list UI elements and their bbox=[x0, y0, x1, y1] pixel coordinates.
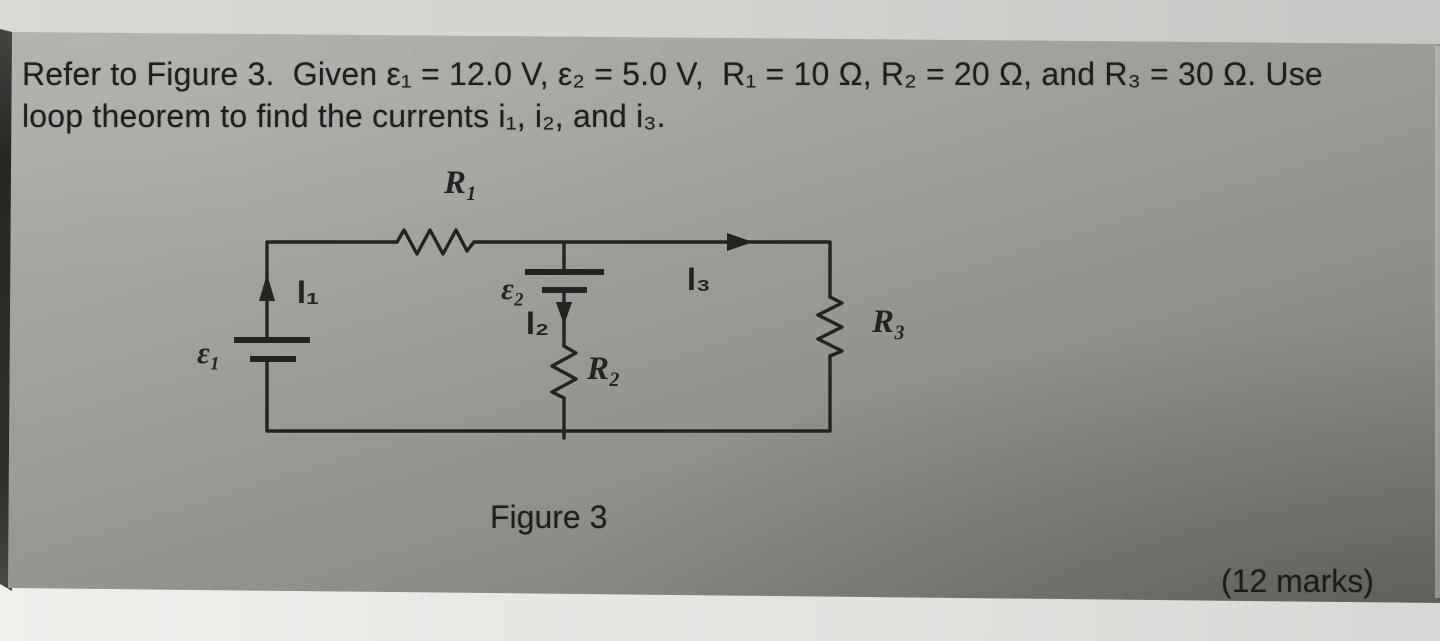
page-right-edge bbox=[1435, 46, 1440, 598]
question-text-line1: Refer to Figure 3. Given ε₁ = 12.0 V, ε₂… bbox=[22, 56, 1323, 92]
resistor-r3-zigzag bbox=[816, 295, 844, 358]
figure-caption: Figure 3 bbox=[490, 499, 608, 535]
label-current-i3: I₃ bbox=[687, 261, 711, 297]
label-r2: R₂ bbox=[586, 351, 621, 387]
label-r3: R₃ bbox=[871, 304, 906, 340]
label-r1: R₁ bbox=[443, 165, 478, 201]
label-current-i1: I₁ bbox=[297, 274, 319, 310]
current-arrow-i1-up bbox=[259, 274, 275, 301]
current-arrow-i3-right bbox=[727, 233, 753, 251]
current-arrow-i2-down bbox=[556, 302, 572, 325]
label-emf2: ε₂ bbox=[501, 271, 525, 306]
label-emf1: ε₁ bbox=[197, 335, 221, 370]
resistor-r1-zigzag bbox=[395, 228, 476, 256]
marks-label: (12 marks) bbox=[1221, 563, 1374, 599]
question-text-line2: loop theorem to find the currents i₁, i₂… bbox=[22, 98, 666, 134]
resistor-r2-zigzag bbox=[550, 344, 578, 400]
label-current-i2: I₂ bbox=[526, 305, 549, 341]
